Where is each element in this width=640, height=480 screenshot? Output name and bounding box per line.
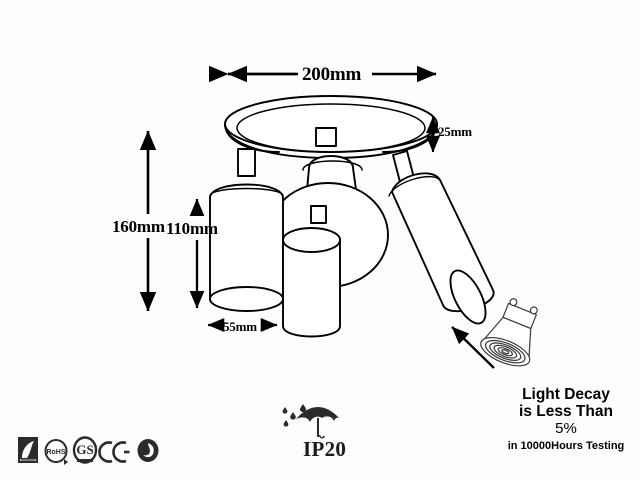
dimension-label-width: 200mm [302, 64, 362, 85]
light-decay-line2: is Less Than [519, 403, 613, 420]
svg-text:GS: GS [76, 442, 93, 457]
svg-text:RoHS: RoHS [46, 449, 65, 456]
ip-rating-label: IP20 [303, 437, 347, 461]
dimension-label-head-diameter: 55mm [223, 319, 257, 334]
light-decay-note: in 10000Hours Testing [507, 440, 625, 452]
green-dot-recycling-icon [137, 439, 159, 462]
light-decay-value: 5% [555, 420, 577, 437]
spot-head-front-lower [282, 205, 341, 338]
dimension-label-total-height: 160mm [112, 217, 165, 236]
eco-leaf-label-icon [18, 437, 38, 463]
bulb-leader-arrow [451, 326, 495, 369]
ce-mark-icon [98, 441, 130, 463]
light-decay-line1: Light Decay [522, 386, 610, 403]
spot-head-right [388, 150, 495, 325]
light-decay-spec: Light Decay is Less Than 5% in 10000Hour… [492, 386, 640, 454]
dimension-label-head-height: 110mm [166, 219, 218, 238]
spot-head-left [209, 148, 284, 312]
dimension-label-plate-depth: 25mm [438, 124, 472, 139]
rohs-icon: RoHS [44, 439, 68, 465]
gs-mark-icon: GS [72, 436, 98, 464]
